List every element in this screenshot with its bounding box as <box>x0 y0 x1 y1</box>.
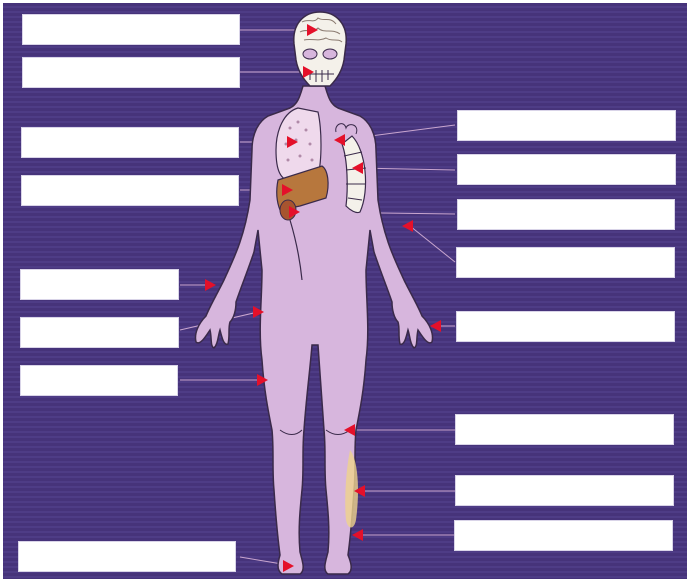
label-box-face[interactable] <box>22 57 240 88</box>
leader-line-right-elbow <box>410 226 455 262</box>
label-box-brain[interactable] <box>22 14 240 45</box>
label-box-right-shin[interactable] <box>455 475 674 506</box>
label-box-right-ankle[interactable] <box>454 520 673 551</box>
skull-cranium <box>294 12 346 86</box>
label-box-left-forearm[interactable] <box>20 269 179 300</box>
left-eye-socket <box>303 49 317 59</box>
label-box-right-knee[interactable] <box>455 414 674 445</box>
label-box-right-hand[interactable] <box>456 311 675 342</box>
arrow-right-ankle <box>352 529 363 541</box>
label-box-spleen[interactable] <box>457 154 676 185</box>
human-figure <box>195 12 432 574</box>
label-box-liver[interactable] <box>21 175 239 206</box>
label-box-kidney[interactable] <box>457 199 675 230</box>
skull <box>294 12 346 86</box>
label-box-heart[interactable] <box>457 110 676 141</box>
arrow-right-elbow <box>402 220 413 232</box>
label-box-left-thigh[interactable] <box>20 365 178 396</box>
label-box-left-hip[interactable] <box>20 317 179 348</box>
label-box-lung[interactable] <box>21 127 239 158</box>
arrow-left-forearm <box>205 279 216 291</box>
right-eye-socket <box>323 49 337 59</box>
label-box-left-foot[interactable] <box>18 541 236 572</box>
label-box-right-elbow[interactable] <box>456 247 675 278</box>
